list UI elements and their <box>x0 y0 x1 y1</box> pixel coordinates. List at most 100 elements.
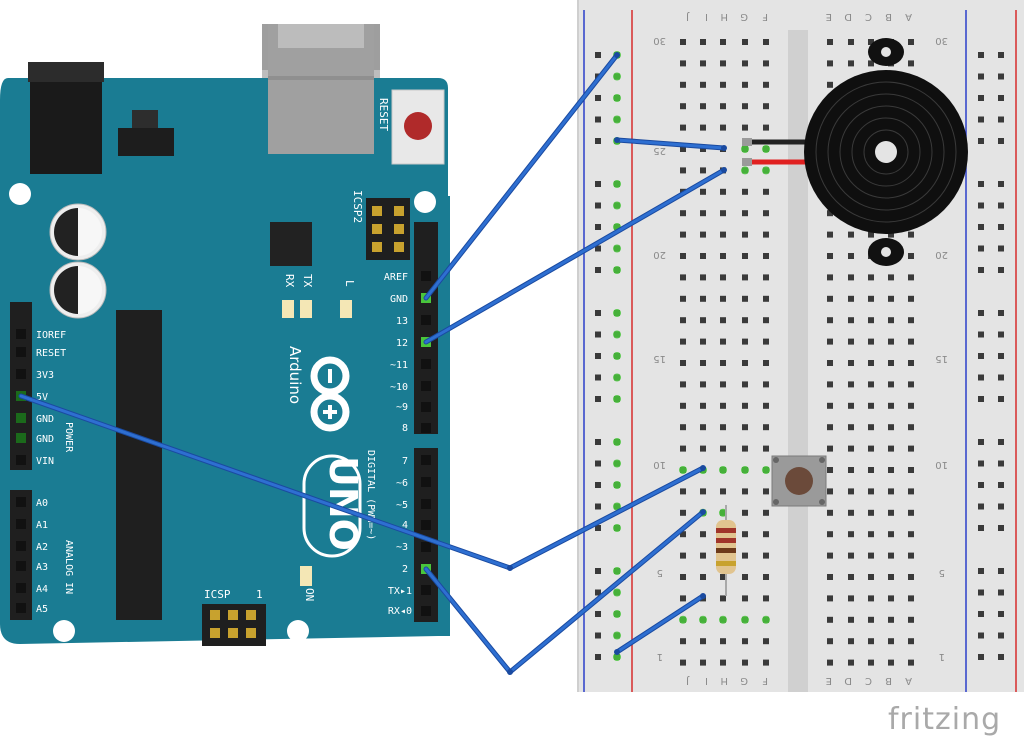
mount-hole-top-right <box>414 191 436 213</box>
bb-hole <box>827 274 833 281</box>
bb-row-1-right: 1 <box>939 651 945 662</box>
bb-hole <box>848 659 854 666</box>
pin-label-a4: A4 <box>36 584 48 595</box>
bb-hole <box>700 659 706 666</box>
bb-hole <box>888 467 894 473</box>
bb-hole <box>742 253 748 259</box>
bb-hole <box>700 445 706 452</box>
bb-hole <box>720 124 726 131</box>
bb-rail-hole <box>595 245 601 252</box>
bb-rail-hole <box>978 73 984 80</box>
bb-rail-hole <box>998 525 1004 531</box>
bb-hole <box>908 253 914 259</box>
bb-hole <box>720 445 726 452</box>
bb-hole <box>868 488 874 495</box>
bb-hole <box>763 360 769 366</box>
bb-hole <box>827 295 833 302</box>
bb-hole-connected <box>741 466 749 474</box>
bb-hole <box>763 253 769 259</box>
analog-label: ANALOG IN <box>63 540 74 594</box>
bb-hole-connected <box>719 615 727 624</box>
bb-rail-hole <box>978 611 984 617</box>
bb-hole <box>848 253 854 259</box>
bb-hole <box>680 103 686 110</box>
bb-hole <box>908 338 914 345</box>
bb-rail-hole <box>998 353 1004 359</box>
bb-hole <box>720 210 726 217</box>
bb-hole-connected <box>762 466 770 474</box>
bb-rail-hole <box>998 460 1004 467</box>
bb-hole <box>700 253 706 259</box>
bb-hole <box>763 445 769 452</box>
bb-hole <box>888 638 894 645</box>
bb-rail-hole <box>978 654 984 660</box>
atmega-chip <box>116 310 162 620</box>
bb-hole <box>827 467 833 473</box>
bb-hole <box>700 146 706 152</box>
bb-hole <box>868 317 874 324</box>
arduino-uno-board: RESET ICSP2 TX RX L Arduino <box>0 24 450 646</box>
bb-rail-hole <box>595 439 601 445</box>
bb-letter-a-bottom: A <box>905 675 912 686</box>
bb-rail-hole <box>998 331 1004 338</box>
bb-hole <box>720 60 726 67</box>
header-pin <box>421 315 431 325</box>
bb-rail-hole <box>978 439 984 445</box>
bb-hole <box>700 231 706 238</box>
tx-label: TX <box>301 274 314 288</box>
bb-rail-hole <box>978 589 984 596</box>
bb-hole <box>742 574 748 580</box>
bb-hole <box>888 402 894 409</box>
icsp-label: ICSP <box>204 588 231 601</box>
bb-rail-hole-connected <box>613 94 621 102</box>
voltage-regulator <box>118 128 174 156</box>
on-label: ON <box>303 588 316 601</box>
bb-letter-g-top: G <box>740 11 748 22</box>
bb-rail-hole <box>978 52 984 58</box>
bb-rail-hole-connected <box>613 653 621 661</box>
bb-hole <box>908 402 914 409</box>
bb-hole <box>908 659 914 666</box>
bb-hole <box>908 231 914 238</box>
bb-rail-hole <box>998 245 1004 252</box>
bb-hole <box>908 531 914 538</box>
bb-hole <box>827 445 833 452</box>
bb-hole <box>680 424 686 431</box>
bb-hole <box>868 231 874 238</box>
reset-button[interactable] <box>391 89 445 165</box>
bb-rail-hole <box>998 202 1004 209</box>
bb-rail-hole <box>998 589 1004 596</box>
pin-label-a5: A5 <box>36 604 48 615</box>
bb-rail-hole-connected <box>613 524 621 532</box>
pin-label-gnd-2: GND <box>36 434 54 445</box>
bb-hole <box>827 424 833 431</box>
bb-rail-hole <box>978 116 984 123</box>
bb-letter-e-top: E <box>826 11 832 22</box>
bb-hole <box>827 531 833 538</box>
l-label: L <box>343 280 356 287</box>
bb-rail-hole <box>595 611 601 617</box>
bb-rail-hole <box>595 632 601 639</box>
bb-hole <box>848 445 854 452</box>
bb-hole <box>868 360 874 366</box>
power-pin <box>16 369 26 379</box>
bb-rail-hole <box>978 138 984 144</box>
bb-hole <box>827 210 833 217</box>
bb-row-15-left: 15 <box>653 353 666 364</box>
bb-letter-j-top: J <box>686 11 690 22</box>
bb-hole <box>827 659 833 666</box>
pin-label-5v: 5V <box>36 392 48 403</box>
bb-hole <box>720 360 726 366</box>
pin-label-a0: A0 <box>36 498 48 509</box>
bb-hole <box>827 317 833 324</box>
bb-hole <box>700 360 706 366</box>
l-led <box>340 300 352 318</box>
bb-rail-hole <box>978 245 984 252</box>
bb-hole <box>868 616 874 623</box>
bb-rail-hole <box>998 138 1004 144</box>
pin-label-3: ~3 <box>396 542 408 553</box>
bb-hole <box>720 638 726 645</box>
pin-label-gnd: GND <box>390 294 408 305</box>
bb-hole <box>848 60 854 67</box>
bb-hole <box>848 616 854 623</box>
